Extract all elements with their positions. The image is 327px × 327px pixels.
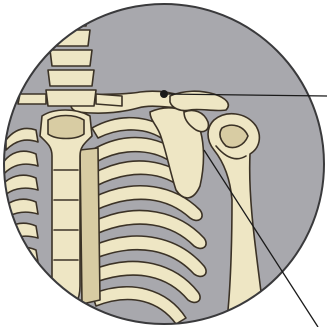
costal-cartilage xyxy=(80,148,100,304)
manubrium-shade xyxy=(48,116,84,139)
cervical-vertebra-3 xyxy=(50,50,92,66)
rib-left-7 xyxy=(0,271,38,296)
transverse-process-right xyxy=(96,94,122,106)
dot-marker-icon xyxy=(160,90,168,98)
cervical-vertebra-1 xyxy=(54,10,88,26)
cervical-vertebra-4 xyxy=(48,70,94,86)
transverse-process-left xyxy=(18,94,46,104)
rib-left-6 xyxy=(0,247,38,272)
thoracic-vertebra-1 xyxy=(46,90,96,106)
